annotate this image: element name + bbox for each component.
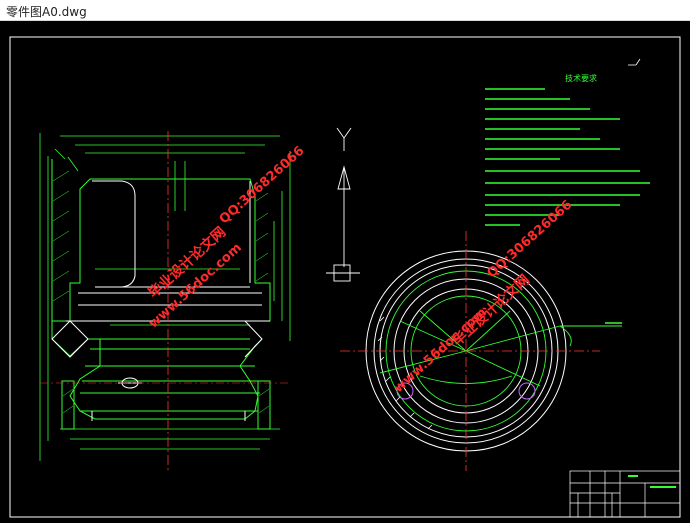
roughness-symbol bbox=[628, 58, 641, 66]
title-block bbox=[569, 470, 681, 518]
tech-requirements-lines bbox=[485, 88, 650, 226]
watermark-qq-right: QQ:306826066 bbox=[484, 198, 575, 282]
cad-drawing[interactable]: 技术要求 bbox=[0, 21, 690, 523]
tech-requirements-title: 技术要求 bbox=[565, 73, 597, 83]
circle-center-lines bbox=[340, 231, 600, 471]
technical-requirements: 技术要求 bbox=[485, 73, 650, 226]
circle-hatching bbox=[377, 316, 433, 430]
part-outline bbox=[51, 180, 270, 421]
section-dimensions bbox=[39, 133, 291, 461]
watermark-left-qq: QQ:306826066 bbox=[217, 143, 308, 227]
bolt-holes bbox=[396, 382, 536, 400]
section-view bbox=[39, 131, 291, 471]
view-direction-arrow bbox=[326, 127, 360, 282]
drawing-frame bbox=[9, 36, 681, 518]
watermark-qq-left: QQ:306826066 bbox=[217, 143, 308, 227]
circular-view bbox=[340, 231, 622, 471]
title-bar: 零件图A0.dwg bbox=[0, 0, 690, 21]
watermark-left: www.56doc.com 毕业设计论文网 bbox=[145, 223, 245, 331]
section-hatching bbox=[52, 170, 270, 414]
watermark-right-qq: QQ:306826066 bbox=[484, 198, 575, 282]
window-title: 零件图A0.dwg bbox=[6, 5, 87, 19]
drawing-canvas[interactable]: 技术要求 bbox=[0, 21, 690, 523]
